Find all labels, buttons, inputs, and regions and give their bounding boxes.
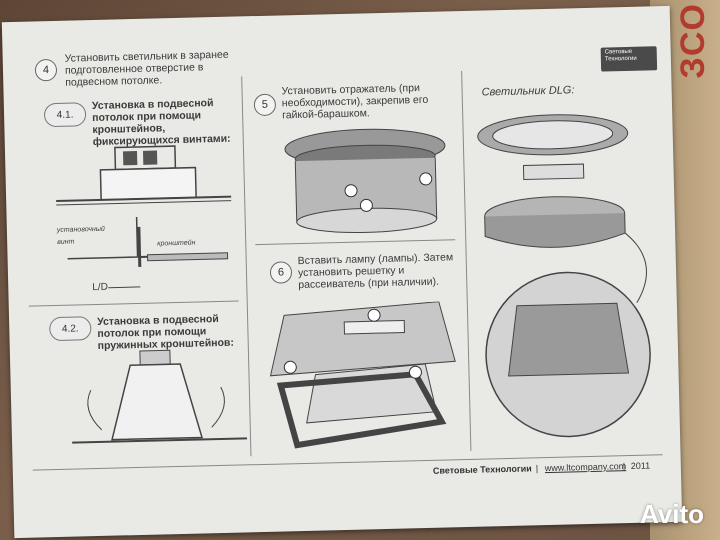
avito-watermark: Avito [639, 499, 704, 529]
bracket-screw-diagram [56, 145, 232, 289]
dlg-title: Светильник DLG: [481, 84, 575, 99]
ld-label: L/D [92, 281, 108, 294]
spring-bracket-diagram [72, 349, 248, 444]
step-6-number: 6 [269, 261, 293, 284]
dlg-diagram [477, 114, 651, 438]
reflector-diagram [284, 128, 446, 233]
step-4-2-number: 4.2. [49, 316, 92, 342]
bracket-label: кронштейн [157, 239, 196, 248]
screw-label: установочный винт [56, 225, 105, 246]
footer-url[interactable]: www.ltcompany.com [544, 461, 627, 474]
instruction-sheet: 4 Установить светильник в заранее подгот… [1, 5, 683, 539]
step-6-text: Вставить лампу (лампы). Затем установить… [297, 251, 454, 292]
footer-sep-2: | [622, 461, 626, 472]
step-5-number: 5 [253, 93, 277, 117]
section-divider-42 [28, 300, 239, 307]
step-4-1-number: 4.1. [43, 102, 87, 128]
footer-year: 2011 [630, 460, 651, 471]
section-divider-6 [255, 239, 456, 246]
box-print: ЗСО [674, 2, 712, 79]
step-4-number: 4 [34, 58, 58, 82]
footer-sep-1: | [535, 463, 539, 474]
step-5-text: Установить отражатель (при необходимости… [281, 82, 429, 122]
column-divider-right [461, 71, 472, 451]
lamp-grid-diagram [269, 301, 456, 449]
company-logo: Световые Технологии [600, 46, 658, 72]
step-4-text: Установить светильник в заранее подготов… [64, 48, 229, 89]
footer-brand: Световые Технологии [432, 463, 532, 476]
